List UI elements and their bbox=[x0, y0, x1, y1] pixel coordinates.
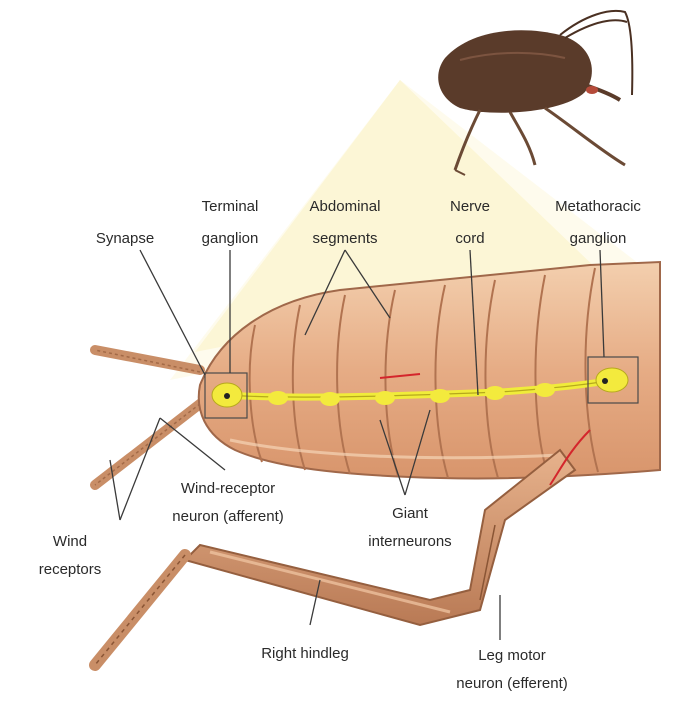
metathoracic-ganglion-node bbox=[596, 368, 628, 392]
label-wind-receptors-line1: Wind bbox=[53, 533, 87, 550]
label-abdominal-segments-line2: segments bbox=[312, 230, 377, 247]
label-nerve-cord-line2: cord bbox=[455, 230, 484, 247]
label-abdominal-segments-line1: Abdominal bbox=[310, 198, 381, 215]
label-synapse: Synapse bbox=[96, 230, 154, 247]
label-wind-receptors-line2: receptors bbox=[39, 561, 102, 578]
label-wind-receptor-neuron-line1: Wind-receptor bbox=[181, 480, 275, 497]
label-wind-receptor-neuron-line2: neuron (afferent) bbox=[172, 508, 283, 525]
label-metathoracic-ganglion-line1: Metathoracic bbox=[555, 198, 641, 215]
label-giant-interneurons-line2: interneurons bbox=[368, 533, 451, 550]
label-right-hindleg: Right hindleg bbox=[261, 645, 349, 662]
label-leg-motor-neuron-line2: neuron (efferent) bbox=[456, 675, 567, 692]
label-terminal-ganglion-line1: Terminal bbox=[202, 198, 259, 215]
label-terminal-ganglion-line2: ganglion bbox=[202, 230, 259, 247]
label-metathoracic-ganglion-line2: ganglion bbox=[570, 230, 627, 247]
label-giant-interneurons-line1: Giant bbox=[392, 505, 429, 522]
cerci bbox=[95, 350, 205, 485]
label-leg-motor-neuron-line1: Leg motor bbox=[478, 647, 546, 664]
label-nerve-cord-line1: Nerve bbox=[450, 198, 490, 215]
